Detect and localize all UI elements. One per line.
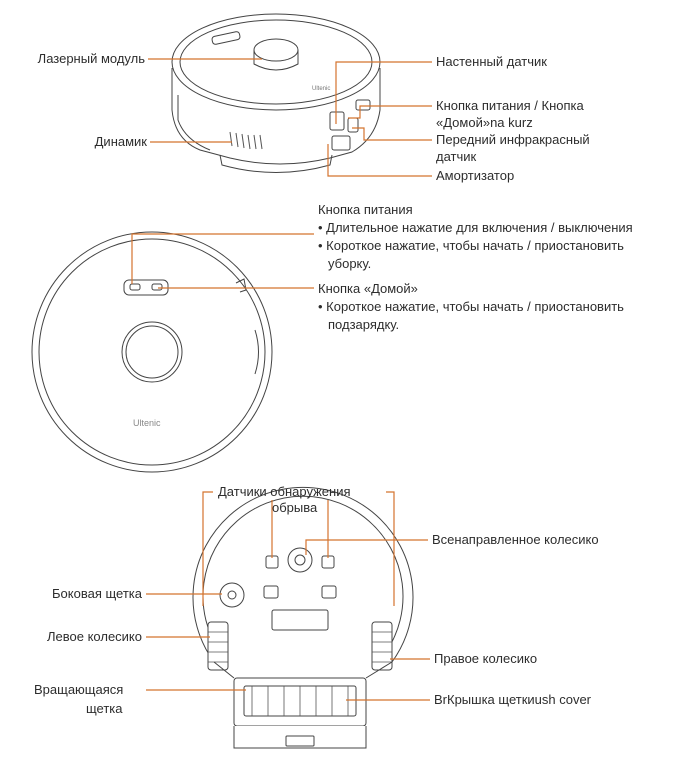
label-left-wheel: Левое колесико (46, 629, 142, 644)
power-bullet-short-press: • Короткое нажатие, чтобы начать / приос… (318, 238, 624, 271)
label-side-brush: Боковая щетка (52, 586, 142, 601)
label-bumper: Амортизатор (436, 168, 515, 183)
home-button-title: Кнопка «Домой» (318, 281, 418, 296)
label-rolling-brush-line1: Вращающаяся (34, 682, 124, 697)
power-bullet-long-press: • Длительное нажатие для включения / вык… (318, 220, 633, 235)
label-front-ir-line2: датчик (436, 149, 477, 164)
label-right-wheel: Правое колесико (434, 651, 538, 666)
label-speaker: Динамик (94, 134, 147, 149)
power-button-title: Кнопка питания (318, 202, 413, 217)
brand-logo-text: Ultenic (133, 418, 161, 428)
label-cliff-sensors-line2: обрыва (272, 500, 318, 515)
label-brush-cover: BrКрышка щеткиush cover (434, 692, 592, 707)
label-laser-module: Лазерный модуль (37, 51, 145, 66)
home-bullet-short-press: • Короткое нажатие, чтобы начать / приос… (318, 299, 624, 332)
label-power-home-line1: Кнопка питания / Кнопка (436, 98, 584, 113)
robot-side-view: Ultenic (171, 13, 381, 173)
power-button-description: Кнопка питания • Длительное нажатие для … (318, 201, 670, 273)
label-wall-sensor: Настенный датчик (436, 54, 547, 69)
label-omni-wheel: Всенаправленное колесико (432, 532, 599, 547)
robot-top-view (31, 231, 273, 473)
robot-bottom-view (192, 486, 414, 749)
home-button-description: Кнопка «Домой» • Короткое нажатие, чтобы… (318, 280, 670, 334)
svg-text:Ultenic: Ultenic (312, 86, 330, 92)
label-power-home-line2: «Домой»na kurz (436, 115, 533, 130)
label-front-ir-line1: Передний инфракрасный (436, 132, 590, 147)
label-rolling-brush-line2: щетка (86, 701, 123, 716)
label-cliff-sensors-line1: Датчики обнаружения (218, 484, 351, 499)
